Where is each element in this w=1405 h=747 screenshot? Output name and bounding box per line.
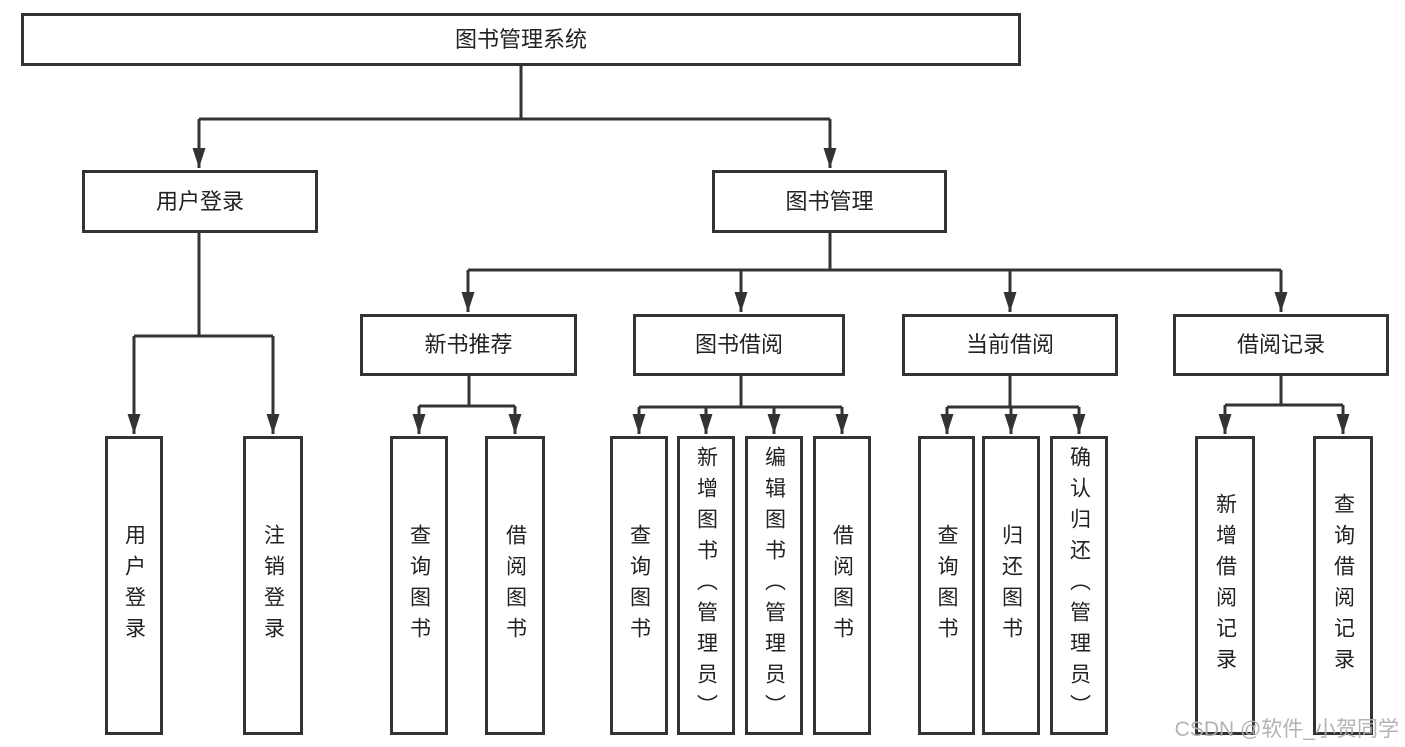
node-current-borrow: 当前借阅 xyxy=(902,314,1118,376)
node-leaf-bb-borrow-books-label: 借阅图书 xyxy=(830,523,854,648)
node-leaf-logout-label: 注销登录 xyxy=(261,523,285,648)
csdn-watermark: CSDN @软件_小贺同学 xyxy=(1174,718,1399,741)
node-leaf-user-login-label: 用户登录 xyxy=(122,523,146,648)
node-new-book-recommend: 新书推荐 xyxy=(360,314,577,376)
node-leaf-bb-query-books: 查询图书 xyxy=(610,436,668,735)
node-leaf-logout: 注销登录 xyxy=(243,436,303,735)
node-leaf-cb-query-books: 查询图书 xyxy=(918,436,975,735)
node-leaf-br-query-record-label: 查询借阅记录 xyxy=(1331,492,1355,679)
node-leaf-bb-edit-books-admin-label: 编辑图书（管理员） xyxy=(762,446,786,725)
node-leaf-br-add-record: 新增借阅记录 xyxy=(1195,436,1255,735)
node-leaf-bb-add-books-admin-label: 新增图书（管理员） xyxy=(694,446,718,725)
node-leaf-nb-query-books-label: 查询图书 xyxy=(407,523,431,648)
node-book-management-label: 图书管理 xyxy=(785,188,874,214)
node-leaf-bb-query-books-label: 查询图书 xyxy=(627,523,651,648)
node-leaf-nb-borrow-books-label: 借阅图书 xyxy=(503,523,527,648)
node-leaf-bb-add-books-admin: 新增图书（管理员） xyxy=(677,436,735,735)
node-current-borrow-label: 当前借阅 xyxy=(965,332,1054,357)
node-book-management: 图书管理 xyxy=(712,170,947,233)
node-leaf-nb-query-books: 查询图书 xyxy=(390,436,448,735)
node-leaf-cb-return-books-label: 归还图书 xyxy=(999,523,1023,648)
node-leaf-cb-confirm-return-admin-label: 确认归还（管理员） xyxy=(1067,446,1091,725)
node-leaf-cb-return-books: 归还图书 xyxy=(982,436,1040,735)
node-leaf-bb-borrow-books: 借阅图书 xyxy=(813,436,871,735)
node-leaf-user-login: 用户登录 xyxy=(105,436,163,735)
node-leaf-bb-edit-books-admin: 编辑图书（管理员） xyxy=(745,436,803,735)
node-leaf-nb-borrow-books: 借阅图书 xyxy=(485,436,545,735)
node-user-login-label: 用户登录 xyxy=(155,188,244,214)
node-leaf-br-add-record-label: 新增借阅记录 xyxy=(1213,492,1237,679)
node-book-borrow: 图书借阅 xyxy=(633,314,845,376)
node-leaf-br-query-record: 查询借阅记录 xyxy=(1313,436,1373,735)
node-leaf-cb-query-books-label: 查询图书 xyxy=(935,523,958,648)
node-book-borrow-label: 图书借阅 xyxy=(694,332,783,357)
node-borrow-records-label: 借阅记录 xyxy=(1236,332,1325,357)
node-leaf-cb-confirm-return-admin: 确认归还（管理员） xyxy=(1050,436,1108,735)
node-user-login: 用户登录 xyxy=(82,170,318,233)
node-root-label: 图书管理系统 xyxy=(454,26,587,52)
node-borrow-records: 借阅记录 xyxy=(1173,314,1389,376)
node-new-book-recommend-label: 新书推荐 xyxy=(424,332,513,357)
node-root: 图书管理系统 xyxy=(21,13,1021,66)
